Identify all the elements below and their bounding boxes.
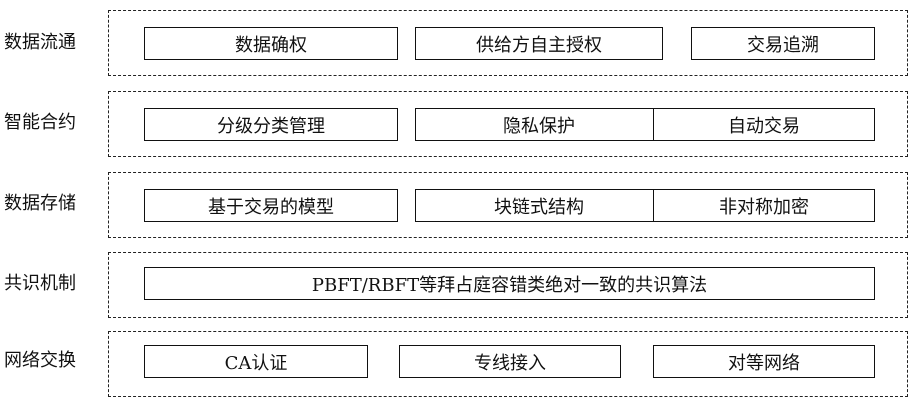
box-asymmetric-encryption: 非对称加密 — [653, 189, 875, 222]
box-transaction-trace: 交易追溯 — [691, 27, 875, 60]
layer-label-smart-contract: 智能合约 — [4, 112, 76, 133]
box-auto-trading: 自动交易 — [653, 108, 875, 141]
box-data-rights: 数据确权 — [144, 27, 398, 60]
layer-frame-network-exchange: CA认证 专线接入 对等网络 — [108, 331, 908, 397]
layer-frame-consensus: PBFT/RBFT等拜占庭容错类绝对一致的共识算法 — [108, 252, 908, 318]
box-consensus-algorithm: PBFT/RBFT等拜占庭容错类绝对一致的共识算法 — [144, 267, 875, 300]
box-ca-certification: CA认证 — [144, 345, 368, 378]
layer-frame-data-storage: 基于交易的模型 块链式结构 非对称加密 — [108, 172, 908, 238]
box-peer-network: 对等网络 — [653, 345, 875, 378]
layer-label-consensus: 共识机制 — [4, 273, 76, 294]
box-dedicated-line: 专线接入 — [399, 345, 621, 378]
layer-frame-smart-contract: 分级分类管理 隐私保护 自动交易 — [108, 91, 908, 157]
layer-label-network-exchange: 网络交换 — [4, 350, 76, 371]
layer-label-data-storage: 数据存储 — [4, 193, 76, 214]
box-tiered-classification: 分级分类管理 — [144, 108, 398, 141]
layer-label-data-circulation: 数据流通 — [4, 32, 76, 53]
box-supplier-authorization: 供给方自主授权 — [415, 27, 663, 60]
box-privacy-protection: 隐私保护 — [415, 108, 663, 141]
box-chain-structure: 块链式结构 — [415, 189, 663, 222]
box-transaction-model: 基于交易的模型 — [144, 189, 398, 222]
layer-frame-data-circulation: 数据确权 供给方自主授权 交易追溯 — [108, 10, 908, 76]
